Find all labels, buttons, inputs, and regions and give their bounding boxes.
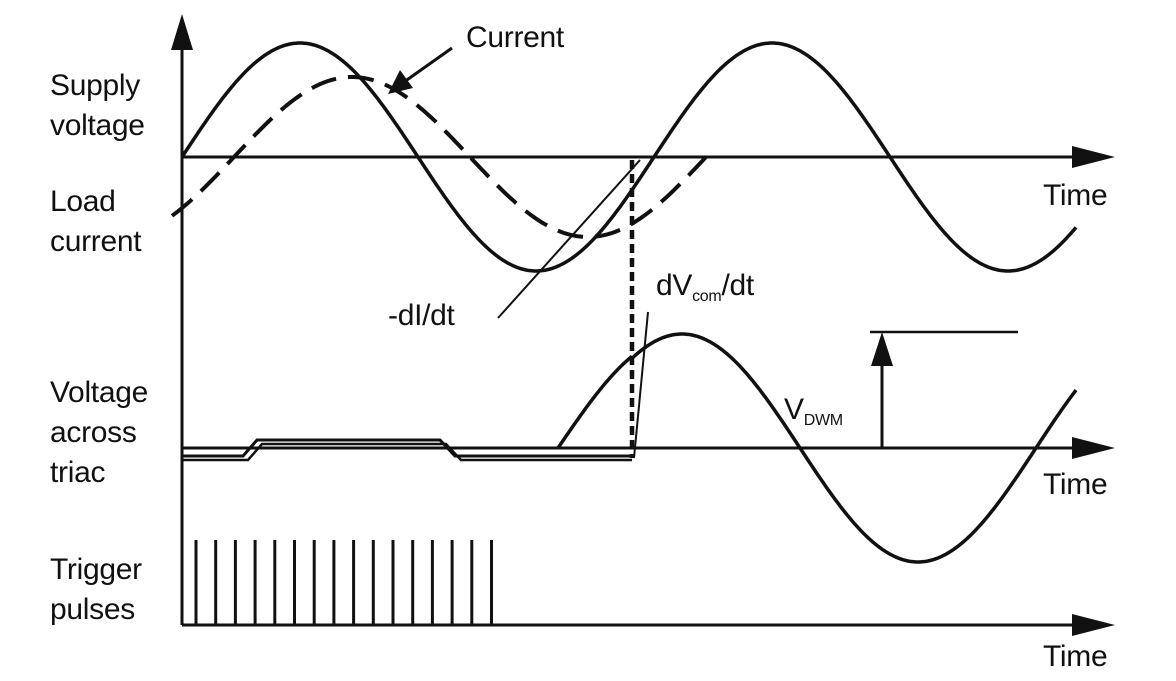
time-label-bottom: Time	[1043, 640, 1108, 673]
dv-com-dt-subscript: com	[692, 288, 722, 305]
time-axis-top-arrow-icon	[1072, 146, 1115, 168]
voltage-across-triac-label-line2: across	[50, 416, 137, 449]
current-pointer-line	[403, 46, 453, 84]
current-annotation: Current	[466, 21, 564, 54]
time-label-top: Time	[1043, 179, 1108, 212]
load-current-label: Load current	[50, 182, 142, 262]
di-dt-tangent-line	[497, 159, 641, 319]
voltage-across-triac-label: Voltage across triac	[50, 373, 148, 493]
voltage-across-triac-label-line1: Voltage	[50, 376, 148, 409]
time-axis-bottom-arrow-icon	[1072, 614, 1115, 636]
dv-com-dt-prefix: dV	[656, 269, 693, 302]
supply-voltage-label-line2: voltage	[50, 109, 145, 142]
dv-com-dt-annotation: dVcom/dt	[656, 266, 754, 317]
dv-dt-tangent-line	[633, 311, 649, 459]
trigger-pulses-label-line2: pulses	[50, 593, 135, 626]
di-dt-annotation: -dI/dt	[388, 299, 455, 332]
v-dwm-main: V	[784, 393, 804, 426]
triac-voltage-rise	[556, 354, 634, 449]
voltage-across-triac-label-line3: triac	[50, 456, 106, 489]
trigger-pulse-group	[194, 540, 493, 625]
trigger-pulses-label-line1: Trigger	[50, 553, 142, 586]
triac-voltage-wave	[630, 332, 1078, 564]
triac-conduction-voltage-lower	[182, 442, 632, 462]
v-dwm-subscript: DWM	[803, 412, 843, 429]
v-dwm-arrow-icon	[871, 332, 893, 366]
supply-voltage-wave	[180, 41, 1078, 273]
load-current-wave	[170, 75, 714, 239]
load-current-label-line1: Load	[50, 185, 116, 218]
v-dwm-annotation: VDWM	[784, 390, 843, 441]
triac-conduction-voltage	[182, 438, 634, 458]
time-axis-middle-arrow-icon	[1072, 437, 1115, 459]
load-current-label-line2: current	[50, 225, 142, 258]
vertical-axis-arrow-icon	[171, 14, 193, 50]
time-label-middle: Time	[1043, 468, 1108, 501]
current-pointer-arrow-icon	[388, 70, 413, 94]
supply-voltage-label: Supply voltage	[50, 66, 145, 146]
dv-com-dt-suffix: /dt	[721, 269, 754, 302]
trigger-pulses-label: Trigger pulses	[50, 550, 142, 630]
supply-voltage-label-line1: Supply	[50, 69, 140, 102]
